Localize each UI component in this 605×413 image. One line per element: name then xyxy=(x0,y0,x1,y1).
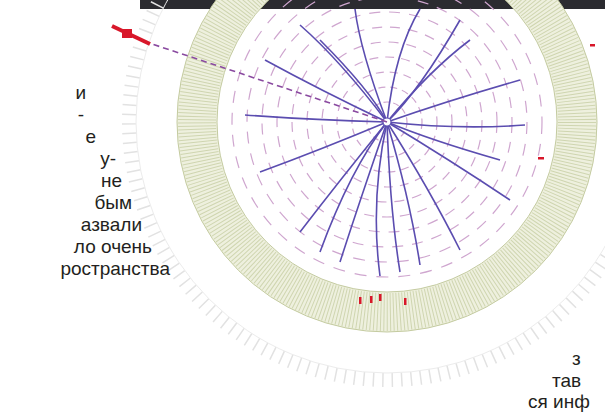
energy-deposits xyxy=(359,44,595,305)
text-fragment: ло очень xyxy=(74,236,152,258)
tracker-layers xyxy=(232,0,542,277)
text-fragment: бым xyxy=(94,192,132,214)
calorimeter-ring xyxy=(177,0,597,332)
text-fragment: азвали xyxy=(81,214,142,236)
particle-tracks xyxy=(245,9,525,276)
muon-hit xyxy=(112,26,150,44)
text-fragment: ся инф xyxy=(528,391,590,413)
text-fragment: ространства xyxy=(60,258,170,280)
muon-chamber xyxy=(122,29,132,38)
text-fragment: не xyxy=(101,170,122,192)
text-fragment: - xyxy=(78,104,84,126)
text-fragment: и xyxy=(75,82,86,104)
text-fragment: е xyxy=(85,126,96,148)
text-fragment: у- xyxy=(100,148,116,170)
text-fragment: тав xyxy=(552,370,581,392)
text-fragment: з xyxy=(572,348,581,370)
outer-ticks xyxy=(129,0,605,380)
muon-dashed xyxy=(140,40,387,122)
